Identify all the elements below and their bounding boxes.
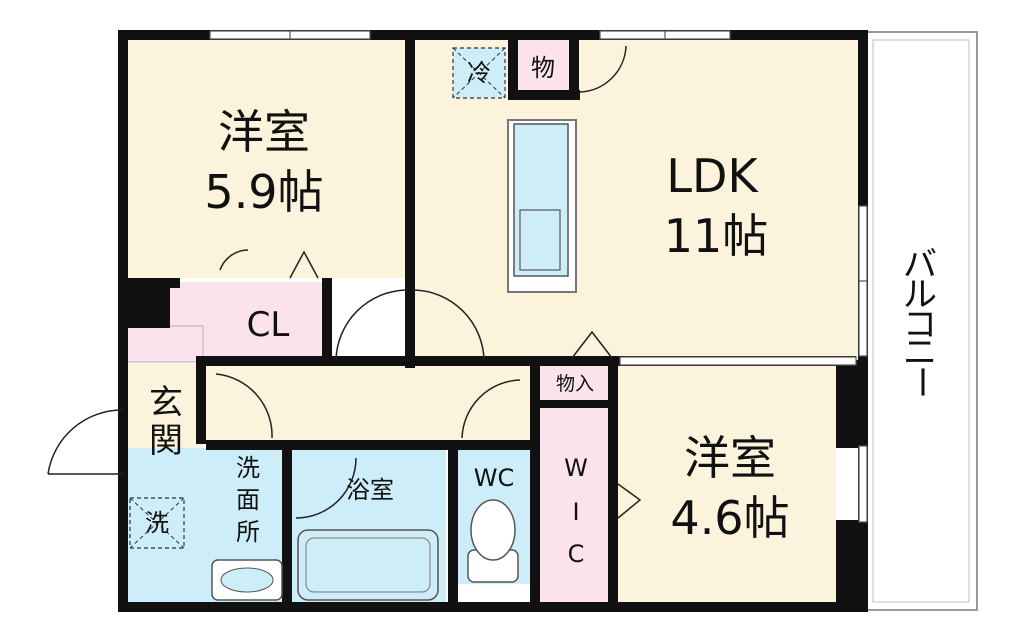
washroom-label-3: 所 (236, 518, 260, 546)
bathroom-label: 浴室 (346, 476, 394, 504)
storage-hall-label: 物入 (556, 373, 594, 395)
windows (209, 30, 868, 523)
toilet-bowl (470, 499, 516, 561)
washroom-label-2: 面 (236, 486, 260, 514)
washroom-label-1: 洗 (236, 454, 260, 482)
storage-hall-floor (540, 364, 612, 402)
entrance-label-1: 玄 (149, 383, 183, 423)
entrance-label-2: 関 (149, 421, 183, 461)
washing-machine-label: 洗 (145, 509, 169, 537)
storage-kitchen-label: 物 (531, 54, 555, 82)
western-room-2-size: 4.6帖 (670, 491, 789, 545)
western-room-1-size: 5.9帖 (204, 165, 323, 219)
svg-text:ル: ル (903, 275, 937, 315)
storage-kitchen-floor (516, 38, 570, 92)
hall-floor (205, 364, 535, 446)
svg-text:バ: バ (903, 245, 937, 285)
entrance-floor (125, 364, 203, 454)
ldk-size: 11帖 (664, 209, 769, 263)
svg-text:ニ: ニ (903, 333, 937, 373)
western-room-1-name: 洋室 (218, 105, 310, 159)
svg-text:コ: コ (903, 305, 937, 345)
western-room-2-floor (616, 364, 836, 604)
wic-label-1: W (564, 454, 588, 482)
refrigerator-label: 冷 (467, 59, 491, 87)
doors (47, 45, 642, 519)
wic-floor (540, 406, 612, 604)
svg-text:ー: ー (901, 365, 941, 399)
balcony-label: バ ル コ ニ ー (901, 245, 941, 399)
closet-label: CL (247, 305, 290, 345)
western-room-1-floor (125, 38, 410, 278)
wic-label-2: I (572, 498, 579, 526)
shoe-cabinet (124, 325, 204, 363)
wic-label-3: C (568, 540, 585, 568)
balcony-area (864, 31, 978, 611)
ldk-name: LDK (666, 149, 759, 203)
western-room-2-name: 洋室 (684, 431, 776, 485)
bathtub (297, 529, 439, 601)
toilet-label: WC (474, 464, 515, 492)
